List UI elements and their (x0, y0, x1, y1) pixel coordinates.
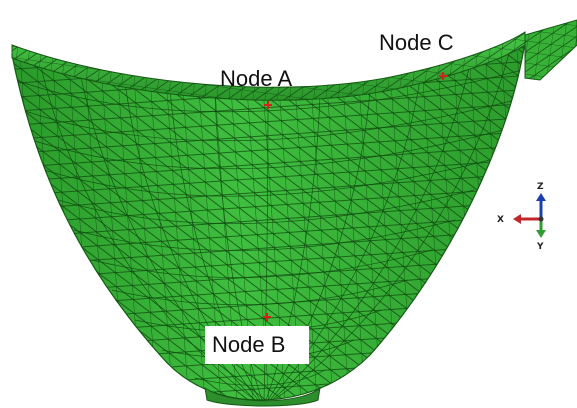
axis-z-label: Z (537, 182, 544, 192)
axis-y-label: Y (536, 242, 544, 252)
node-c-label: Node C (379, 30, 454, 55)
mesh-flap (524, 19, 577, 81)
node-a-label: Node A (220, 66, 292, 91)
node-c-marker (439, 72, 447, 80)
node-b-marker (263, 313, 271, 321)
node-a-marker (264, 101, 272, 109)
axis-x-label: X (497, 215, 504, 225)
node-b-label-background (205, 326, 309, 364)
node-b-label: Node B (212, 332, 285, 357)
axis-triad: Z X Y (497, 182, 546, 252)
